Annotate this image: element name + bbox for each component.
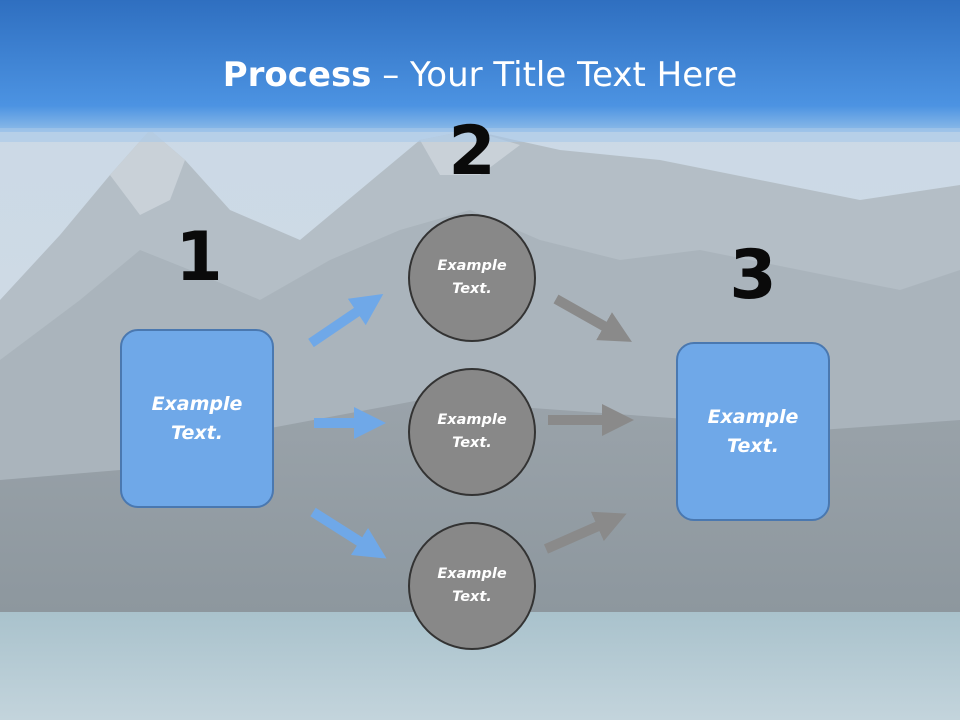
circle-bottom-text-line1: Example — [437, 566, 507, 582]
arrow-box1-to-circle1 — [308, 294, 384, 348]
step-2-circle-bottom: Example Text. — [408, 522, 536, 650]
step-2-circle-top: Example Text. — [408, 214, 536, 342]
step-1-text-line2: Text. — [171, 421, 223, 444]
step-3-text-line1: Example — [707, 405, 799, 428]
circle-top-text-line2: Text. — [452, 281, 492, 297]
step-3-text-line2: Text. — [727, 434, 779, 457]
step-3-box: Example Text. — [676, 342, 830, 521]
title-bold-word: Process — [222, 55, 372, 95]
circle-middle-text-line1: Example — [437, 412, 507, 428]
step-1-box: Example Text. — [120, 329, 274, 508]
slide-title: Process – Your Title Text Here — [0, 54, 960, 96]
title-rest: – Your Title Text Here — [371, 55, 738, 95]
circle-bottom-text-line2: Text. — [452, 589, 492, 605]
step-1-text-line1: Example — [151, 392, 243, 415]
circle-middle-text-line2: Text. — [452, 435, 492, 451]
circle-top-text-line1: Example — [437, 258, 507, 274]
step-2-circle-middle: Example Text. — [408, 368, 536, 496]
step-number-1: 1 — [175, 218, 223, 297]
arrow-circle1-to-box3 — [553, 294, 632, 342]
step-number-2: 2 — [448, 112, 496, 191]
step-number-3: 3 — [729, 236, 777, 315]
arrow-circle3-to-box3 — [543, 511, 627, 554]
arrow-box1-to-circle3 — [310, 507, 387, 559]
